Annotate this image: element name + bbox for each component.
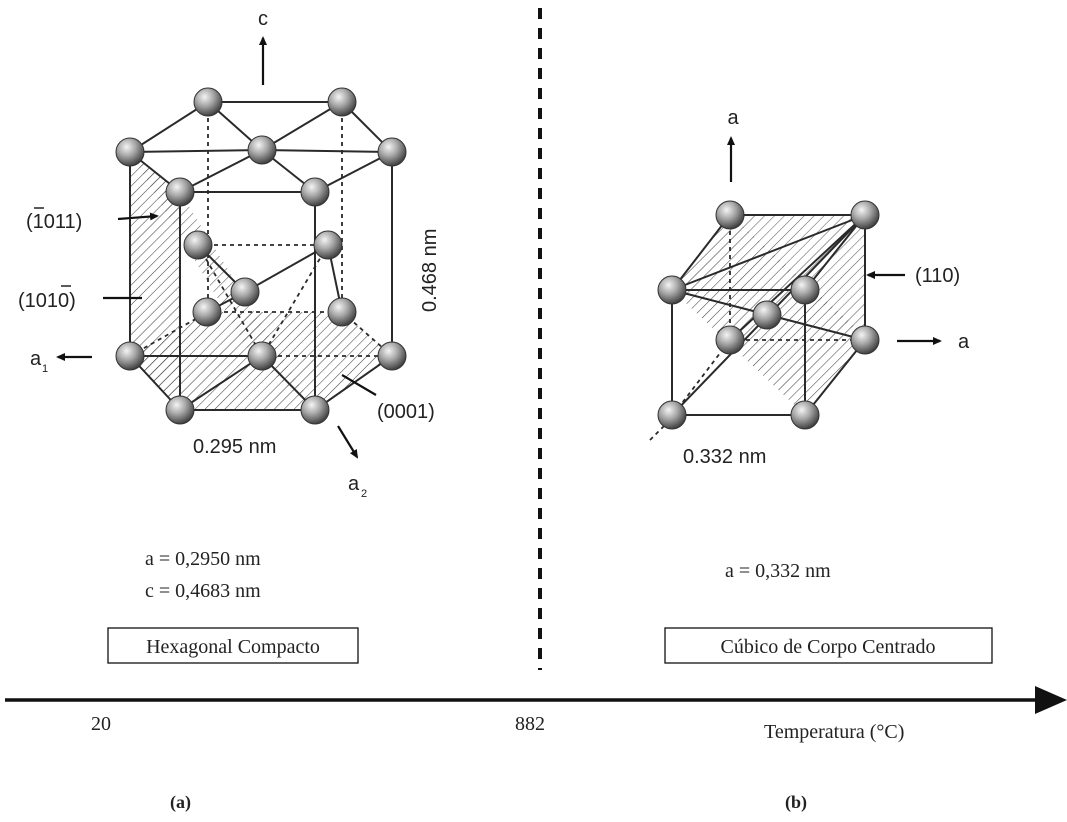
atom bbox=[313, 230, 343, 260]
hcp-c-axis-label: c bbox=[258, 8, 268, 30]
atom bbox=[657, 275, 687, 305]
bcc-name-box bbox=[664, 627, 993, 664]
hcp-basal-plane-label: (0001) bbox=[377, 401, 435, 423]
bcc-edges bbox=[671, 214, 866, 416]
temperature-axis-arrowhead bbox=[1035, 686, 1067, 714]
atom bbox=[790, 275, 820, 305]
atom bbox=[115, 137, 145, 167]
atom bbox=[327, 87, 357, 117]
hcp-name-label: Hexagonal Compacto bbox=[146, 636, 320, 658]
atom bbox=[850, 325, 880, 355]
bcc-up-axis-label: a bbox=[727, 107, 739, 129]
bcc-name-label: Cúbico de Corpo Centrado bbox=[721, 636, 936, 658]
temperature-tick-882: 882 bbox=[515, 713, 545, 735]
atom bbox=[193, 87, 223, 117]
atom bbox=[300, 395, 330, 425]
hcp-atoms bbox=[115, 87, 407, 425]
hcp-height-dimension: 0.468 nm bbox=[419, 229, 441, 312]
atom bbox=[657, 400, 687, 430]
atom bbox=[192, 297, 222, 327]
hcp-basal-leader bbox=[341, 374, 377, 396]
hcp-a2-axis-label: a bbox=[348, 473, 360, 495]
hcp-a2-axis-subscript: 2 bbox=[361, 488, 367, 500]
atom bbox=[230, 277, 260, 307]
hcp-pyramidal-plane-label: (1011) bbox=[26, 211, 82, 233]
atom bbox=[715, 325, 745, 355]
hcp-name-box bbox=[107, 627, 359, 664]
hcp-pyramidal-leader bbox=[117, 212, 159, 221]
hcp-base-dimension: 0.295 nm bbox=[193, 436, 276, 458]
bcc-base-dimension: 0.332 nm bbox=[683, 446, 766, 468]
hcp-prism-plane-label: (1010) bbox=[18, 290, 76, 312]
atom bbox=[300, 177, 330, 207]
atom bbox=[115, 341, 145, 371]
atom bbox=[377, 137, 407, 167]
hcp-param-a: a = 0,2950 nm bbox=[145, 548, 261, 570]
caption-a: (a) bbox=[170, 792, 191, 813]
atom bbox=[752, 300, 782, 330]
hcp-vertical-edges bbox=[129, 152, 393, 410]
temperature-tick-20: 20 bbox=[91, 713, 111, 735]
atom bbox=[327, 297, 357, 327]
atom bbox=[715, 200, 745, 230]
bcc-structure: a a (110) 0.332 nm bbox=[649, 107, 970, 468]
caption-b: (b) bbox=[785, 792, 807, 813]
atom bbox=[247, 135, 277, 165]
hcp-a1-axis-subscript: 1 bbox=[42, 363, 48, 375]
bcc-param-a: a = 0,332 nm bbox=[725, 560, 831, 582]
bcc-atoms bbox=[657, 200, 880, 430]
atom bbox=[377, 341, 407, 371]
atom bbox=[165, 395, 195, 425]
atom bbox=[183, 230, 213, 260]
hcp-a2-axis-arrow bbox=[337, 425, 359, 459]
bcc-right-axis-label: a bbox=[958, 331, 970, 353]
atom bbox=[790, 400, 820, 430]
bcc-plane-label: (110) bbox=[915, 265, 960, 287]
hcp-param-c: c = 0,4683 nm bbox=[145, 580, 261, 602]
hcp-a1-axis-label: a bbox=[30, 348, 42, 370]
atom bbox=[850, 200, 880, 230]
atom bbox=[165, 177, 195, 207]
atom bbox=[247, 341, 277, 371]
hcp-structure: c a 1 a 2 (1011) 1 (1010) 1 (0001) 0.468… bbox=[18, 8, 441, 500]
temperature-axis-label: Temperatura (°C) bbox=[764, 721, 904, 743]
